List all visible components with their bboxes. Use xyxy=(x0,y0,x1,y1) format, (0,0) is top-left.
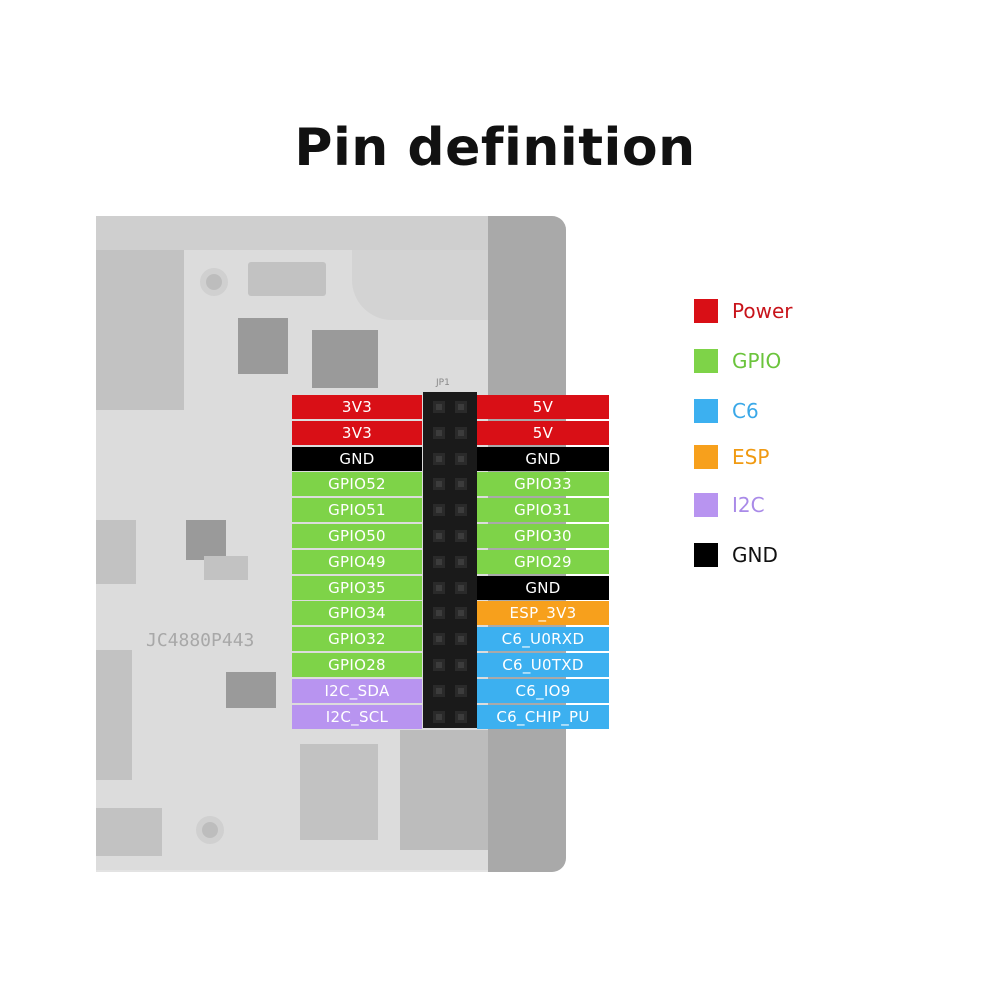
usb-connector xyxy=(96,808,162,856)
header-pin xyxy=(433,633,445,646)
header-pin xyxy=(433,478,445,491)
left-pin-label: GPIO34 xyxy=(292,601,422,626)
right-pin-label: GND xyxy=(477,575,609,600)
header-pin xyxy=(433,530,445,542)
connector xyxy=(96,650,132,780)
right-pin-label: C6_CHIP_PU xyxy=(477,704,609,729)
mounting-hole xyxy=(200,268,228,296)
header-pin xyxy=(433,504,445,517)
header-label: JP1 xyxy=(436,378,450,388)
header-pin xyxy=(455,684,467,697)
right-pin-label: 5V xyxy=(477,420,609,445)
legend-label: C6 xyxy=(732,399,759,423)
right-pin-label: ESP_3V3 xyxy=(477,601,609,626)
board-model-text: JC4880P443 xyxy=(146,630,255,651)
right-pin-label: C6_U0RXD xyxy=(477,627,609,652)
right-pin-label: GPIO31 xyxy=(477,498,609,523)
right-pin-label: 5V xyxy=(477,395,609,419)
header-pin xyxy=(433,659,445,671)
connector xyxy=(96,520,136,584)
right-pin-label: GPIO29 xyxy=(477,549,609,574)
legend-swatch xyxy=(694,349,718,373)
right-pin-label: GPIO30 xyxy=(477,524,609,548)
header-pin xyxy=(455,659,467,671)
left-pin-label: GPIO52 xyxy=(292,472,422,497)
left-pin-label: GND xyxy=(292,446,422,471)
left-pin-label: GPIO35 xyxy=(292,575,422,600)
header-pin xyxy=(433,401,445,413)
fpc-connector xyxy=(300,744,378,840)
legend-swatch xyxy=(694,399,718,423)
legend-swatch xyxy=(694,493,718,517)
right-pin-label: GND xyxy=(477,446,609,471)
board-screen-edge xyxy=(96,216,488,250)
diode xyxy=(226,672,276,708)
battery-connector xyxy=(248,262,326,296)
screen-corner xyxy=(352,250,488,320)
header-pin xyxy=(433,555,445,568)
header-pin xyxy=(455,633,467,646)
header-pin xyxy=(455,504,467,517)
header-pin xyxy=(433,607,445,620)
header-pin xyxy=(433,452,445,465)
header-pin xyxy=(455,478,467,491)
header-pin xyxy=(455,452,467,465)
header-pin xyxy=(455,607,467,620)
ic-chip xyxy=(186,520,226,560)
header-pin xyxy=(455,710,467,723)
legend-label: ESP xyxy=(732,445,770,469)
legend-swatch xyxy=(694,543,718,567)
left-pin-label: GPIO32 xyxy=(292,627,422,652)
header-pin xyxy=(455,401,467,413)
legend-swatch xyxy=(694,299,718,323)
right-pin-label: C6_IO9 xyxy=(477,678,609,703)
right-pin-label: GPIO33 xyxy=(477,472,609,497)
left-pin-label: GPIO51 xyxy=(292,498,422,523)
legend-label: GPIO xyxy=(732,349,782,373)
left-pin-label: I2C_SDA xyxy=(292,678,422,703)
legend-label: Power xyxy=(732,299,793,323)
header-pin xyxy=(455,426,467,439)
legend-label: I2C xyxy=(732,493,765,517)
left-pin-label: 3V3 xyxy=(292,395,422,419)
header-pin xyxy=(455,530,467,542)
pin-header xyxy=(423,392,477,728)
left-pin-label: GPIO49 xyxy=(292,549,422,574)
header-pin xyxy=(455,555,467,568)
header-pin xyxy=(433,581,445,594)
shield-can xyxy=(400,730,488,850)
header-pin xyxy=(455,581,467,594)
ic-chip xyxy=(312,330,378,388)
left-pin-label: I2C_SCL xyxy=(292,704,422,729)
right-pin-label: C6_U0TXD xyxy=(477,653,609,677)
left-pin-label: 3V3 xyxy=(292,420,422,445)
page-title: Pin definition xyxy=(294,118,696,178)
legend-label: GND xyxy=(732,543,778,567)
left-pin-label: GPIO28 xyxy=(292,653,422,677)
capacitor xyxy=(204,556,248,580)
left-pin-label: GPIO50 xyxy=(292,524,422,548)
mounting-hole xyxy=(196,816,224,844)
inductor xyxy=(238,318,288,374)
header-pin xyxy=(433,684,445,697)
header-pin xyxy=(433,710,445,723)
sd-card-slot xyxy=(96,250,184,410)
legend-swatch xyxy=(694,445,718,469)
header-pin xyxy=(433,426,445,439)
